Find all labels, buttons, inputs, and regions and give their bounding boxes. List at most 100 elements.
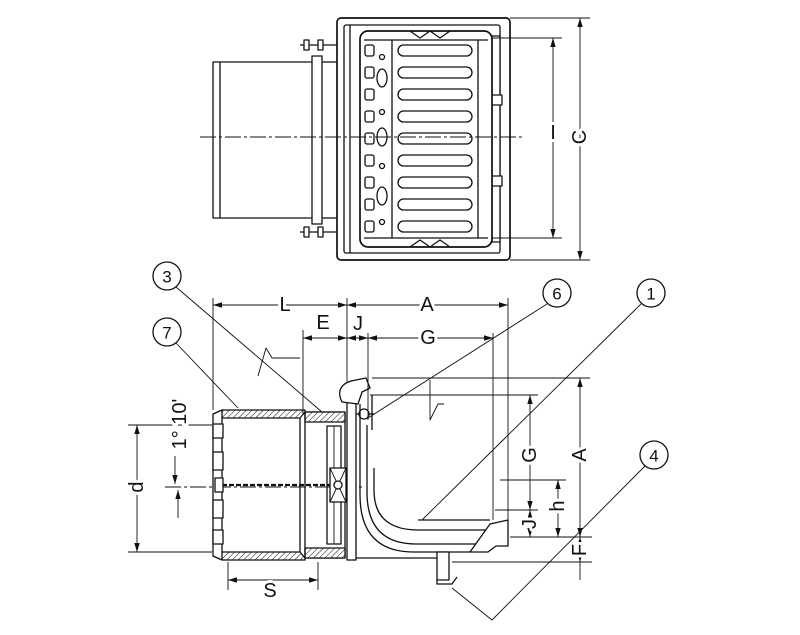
pipe-end-notch	[212, 529, 224, 545]
dimension-label-h: h	[547, 500, 569, 511]
dimension-label-d: d	[126, 481, 148, 492]
grate-small-hole	[378, 162, 386, 170]
body-inner-wall	[373, 468, 490, 531]
dimension-label-L: L	[279, 294, 290, 316]
pipe-flange	[311, 55, 323, 225]
grate-slot	[397, 88, 473, 101]
pipe-end-notch	[212, 423, 224, 439]
dimension-label-E: E	[316, 312, 329, 334]
pipe-end-notch	[212, 451, 224, 471]
dimension-A-side: A	[566, 378, 594, 537]
leader-line	[175, 342, 239, 409]
dimension-d: d	[123, 424, 212, 553]
grate-slot	[397, 66, 473, 79]
dimension-label-G: G	[420, 327, 436, 349]
bolt-head	[358, 408, 370, 420]
outlet-pipe	[436, 551, 458, 585]
grate-slot	[397, 154, 473, 167]
grate-slot	[397, 198, 473, 211]
callout-number: 6	[552, 285, 561, 304]
grate-oval-hole	[376, 186, 388, 206]
callout-circle	[542, 278, 572, 308]
pipe-left-end	[212, 409, 223, 561]
pipe-top-wall	[221, 409, 306, 419]
pipe-body	[212, 61, 314, 219]
side-dimensions: G J h A F	[452, 378, 594, 580]
callout-3: 3	[152, 261, 323, 413]
bolt-nut	[303, 226, 310, 238]
dimension-label-J: J	[519, 519, 541, 529]
break-mark	[257, 347, 300, 377]
pipe-end-notch	[212, 499, 224, 519]
callout-circle	[639, 440, 669, 470]
grate-notch	[364, 220, 375, 233]
grate-small-hole	[378, 53, 386, 61]
rim-bolt	[356, 408, 374, 420]
grate-slots	[364, 44, 473, 233]
callout-4: 4	[451, 440, 669, 621]
leader-line	[421, 303, 642, 521]
grate-top-ridge	[409, 30, 451, 39]
grate-notch	[364, 176, 375, 189]
device-pin	[333, 480, 343, 490]
dimension-h: h	[544, 480, 572, 537]
grate-oval-hole	[376, 68, 388, 88]
body-flange	[346, 389, 357, 561]
callout-circle	[152, 317, 182, 347]
grate-notch	[364, 88, 375, 101]
grate-small-hole	[378, 218, 386, 226]
outlet-hook	[436, 576, 458, 585]
dimension-label-F: F	[569, 544, 591, 556]
grate-notch	[364, 198, 375, 211]
callout-number: 4	[649, 447, 658, 466]
socket-top-wall	[304, 411, 346, 423]
plan-inlet-pipe	[212, 55, 337, 225]
plan-bolt-top	[300, 39, 338, 51]
callouts: 3 7 6 1 4	[152, 261, 669, 621]
dimension-S: S	[227, 562, 319, 605]
callout-circle	[636, 278, 666, 308]
bolt-nut	[303, 39, 310, 51]
bolt-nut	[317, 39, 324, 51]
grate-notch	[364, 154, 375, 167]
dimension-label-I: I	[550, 122, 556, 144]
body-middle-wall	[366, 425, 478, 545]
callout-6: 6	[367, 278, 572, 419]
leader-line	[451, 465, 646, 621]
fixing-device	[329, 467, 347, 503]
dimension-G-side: G	[516, 395, 544, 510]
callout-7: 7	[152, 317, 239, 409]
socket-bottom-wall	[304, 547, 346, 559]
dimension-F: F	[566, 537, 594, 580]
leader-line	[175, 286, 323, 413]
grate-notch	[364, 44, 375, 57]
callout-1: 1	[421, 278, 666, 521]
dimension-E: E	[303, 309, 347, 341]
body-outlet-lip	[469, 519, 509, 553]
dimension-label-J: J	[353, 313, 363, 335]
elbow-body	[356, 395, 509, 559]
grate-small-hole	[378, 108, 386, 116]
body-rim	[339, 377, 371, 405]
grate-notch	[364, 132, 375, 145]
leader-line	[367, 303, 548, 419]
callout-circle	[152, 261, 182, 291]
grate-slot	[397, 110, 473, 123]
plan-grate	[359, 30, 493, 248]
rod-nut	[214, 477, 224, 493]
angle-label: 1° 10'	[169, 399, 191, 450]
dimension-label-S: S	[263, 580, 276, 602]
dimension-C: C	[510, 17, 594, 261]
dimension-L: L	[213, 291, 347, 319]
body-outer-wall	[359, 404, 470, 553]
section-view: L A E J G	[123, 291, 594, 605]
callout-number: 3	[162, 268, 171, 287]
frame-right-rail	[491, 35, 501, 243]
callout-number: 1	[646, 285, 655, 304]
dimension-I: I	[492, 37, 562, 239]
break-mark	[429, 380, 444, 421]
callout-number: 7	[162, 324, 171, 343]
grate-notch	[364, 66, 375, 79]
